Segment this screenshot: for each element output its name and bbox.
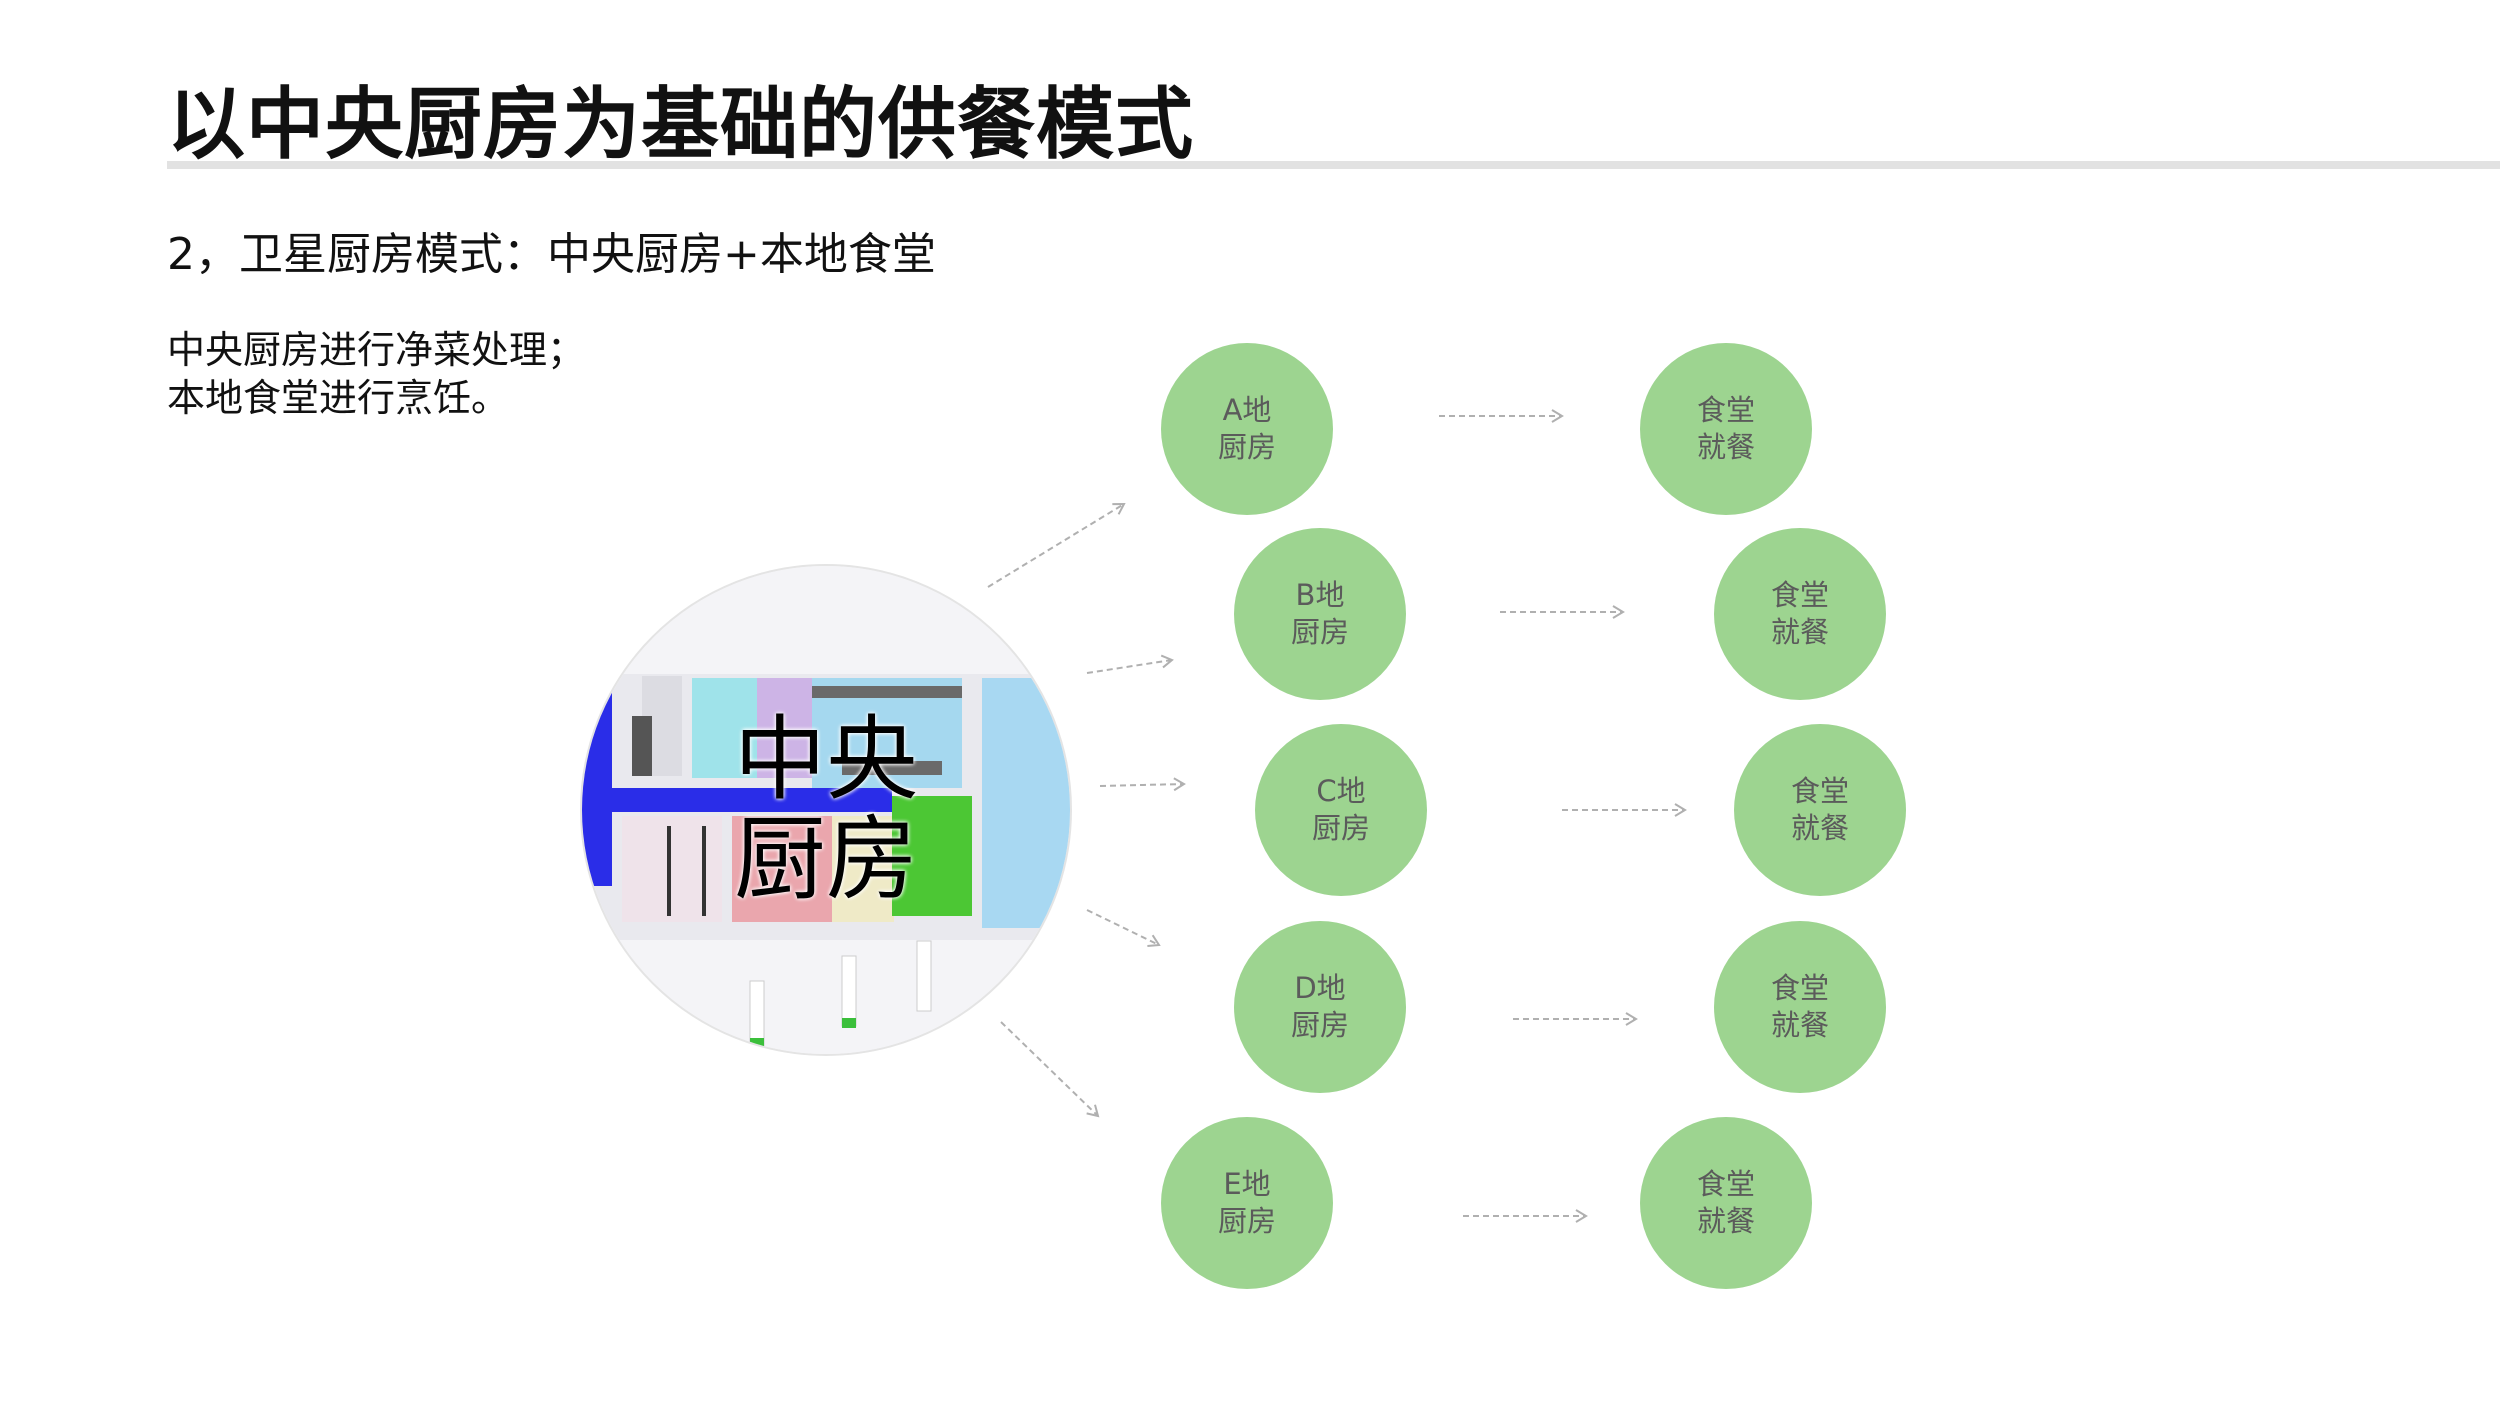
kitchen-node-b: B地厨房 [1234,528,1406,700]
node-label: D地 [1294,971,1346,1005]
node-label: 就餐 [1696,1204,1755,1238]
node-label: B地 [1295,578,1345,612]
canteen-node-a: 食堂就餐 [1640,343,1812,515]
hub-label-line: 厨房 [733,806,918,913]
node-label: A地 [1222,393,1272,427]
canteen-node-e: 食堂就餐 [1640,1117,1812,1289]
hub-label-line: 中央 [733,706,918,813]
node-label: 就餐 [1696,430,1755,464]
node-label: 食堂 [1770,971,1829,1005]
node-label: 厨房 [1290,1008,1349,1042]
arrow-hub-to-b [1086,654,1174,674]
node-label: 食堂 [1790,774,1849,808]
node-label: 就餐 [1770,1008,1829,1042]
node-label: 食堂 [1770,578,1829,612]
node-label: 食堂 [1696,393,1755,427]
kitchen-node-e: E地厨房 [1161,1117,1333,1289]
node-label: E地 [1223,1167,1271,1201]
canteen-node-d: 食堂就餐 [1714,921,1886,1093]
node-label: 食堂 [1696,1167,1755,1201]
title-divider [167,161,2500,169]
canteen-node-b: 食堂就餐 [1714,528,1886,700]
kitchen-node-a: A地厨房 [1161,343,1333,515]
central-kitchen-image: 中央 厨房 [580,564,1072,1056]
node-label: 就餐 [1790,811,1849,845]
node-label: 就餐 [1770,615,1829,649]
description: 中央厨房进行净菜处理； 本地食堂进行烹饪。 [167,326,585,422]
description-line: 中央厨房进行净菜处理； [167,328,586,372]
arrow-hub-to-c [1099,777,1186,792]
node-label: 厨房 [1311,811,1370,845]
node-label: C地 [1316,774,1366,808]
section-subtitle: 2，卫星厨房模式：中央厨房+本地食堂 [167,229,936,280]
node-label: 厨房 [1217,430,1276,464]
hub-label: 中央 厨房 [582,566,1070,1054]
node-label: 厨房 [1217,1204,1276,1238]
arrow-hub-to-a [987,502,1126,588]
canteen-node-c: 食堂就餐 [1734,724,1906,896]
page-title: 以中央厨房为基础的供餐模式 [167,80,1195,170]
node-label: 厨房 [1290,615,1349,649]
description-line: 本地食堂进行烹饪。 [167,376,510,420]
arrow-hub-to-e [1000,1021,1100,1118]
arrow-hub-to-d [1086,909,1161,948]
kitchen-node-c: C地厨房 [1255,724,1427,896]
kitchen-node-d: D地厨房 [1234,921,1406,1093]
